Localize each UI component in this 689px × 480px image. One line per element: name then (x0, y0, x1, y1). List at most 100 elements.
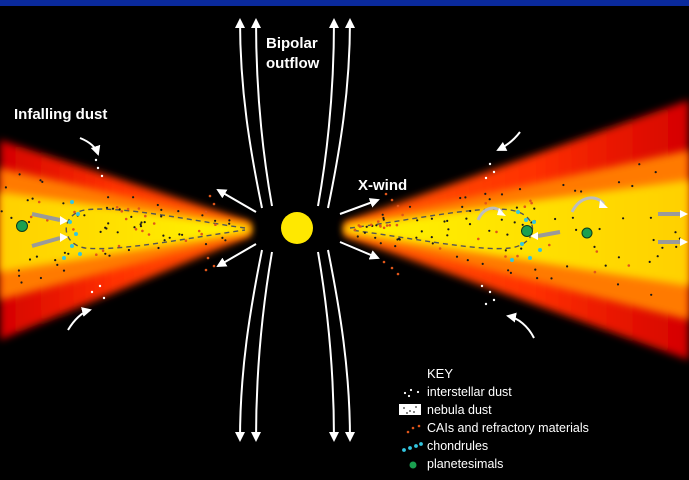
dust-speck (107, 196, 110, 199)
refractory-particle (134, 227, 138, 231)
dust-speck (513, 221, 516, 224)
refractory-particle (124, 217, 128, 221)
dust-speck (648, 260, 651, 263)
dust-speck (228, 219, 231, 222)
refractory-particle (382, 260, 386, 264)
dust-speck (224, 239, 227, 242)
dust-speck (459, 196, 462, 200)
key-item-nebula-dust: nebula dust (427, 403, 492, 417)
refractory-particle (384, 192, 388, 196)
nebula-dust-symbol (399, 404, 421, 415)
dust-speck (39, 276, 43, 280)
chondrule (62, 256, 66, 260)
x-wind-arrows (216, 188, 380, 268)
dust-speck (488, 198, 491, 201)
refractory-particle (396, 204, 400, 208)
dust-speck (139, 225, 143, 228)
refractory-particle (73, 210, 76, 214)
dust-speck (674, 231, 677, 234)
dust-speck (177, 210, 180, 213)
dust-speck (204, 243, 208, 246)
dust-speck (481, 262, 484, 265)
dust-speck (28, 258, 32, 261)
dust-particles (0, 158, 682, 306)
dust-speck (221, 236, 224, 239)
bipolar-outflow-label-line1: Bipolar (266, 35, 318, 52)
key-item-interstellar-dust: interstellar dust (427, 385, 512, 399)
refractory-particle (152, 222, 156, 225)
refractory-particle (395, 223, 399, 227)
dust-speck (62, 269, 66, 272)
planetesimals (16, 220, 593, 239)
dust-speck (35, 255, 39, 258)
dust-speck (500, 193, 504, 196)
dust-speck (506, 233, 509, 236)
dust-speck (105, 206, 109, 209)
dust-speck (67, 252, 70, 255)
dust-speck (420, 230, 423, 233)
dust-speck (675, 245, 678, 248)
central-star (281, 212, 313, 244)
dust-speck (534, 268, 537, 271)
dust-speck (18, 173, 21, 176)
dust-speck (130, 215, 133, 218)
refractory-particle (200, 232, 203, 236)
infalling-dust-label: Infalling dust (14, 106, 107, 123)
chondrule (76, 212, 80, 216)
dust-speck (201, 214, 204, 217)
refractory-particle (379, 225, 382, 228)
dust-speck (18, 274, 21, 277)
bipolar-outflow-label-line2: outflow (266, 55, 320, 72)
refractory-particle (37, 200, 41, 204)
chondrule (520, 242, 524, 246)
dust-speck (464, 196, 467, 199)
dust-speck (56, 263, 59, 266)
refractory-particle (595, 250, 599, 253)
dust-speck (521, 223, 524, 226)
dust-speck (168, 236, 171, 239)
refractory-particle (627, 264, 631, 267)
infalling-dust-grain (488, 162, 492, 166)
dust-speck (515, 206, 519, 209)
refractory-particle (214, 223, 217, 226)
dust-speck (571, 216, 575, 219)
chondrule (524, 218, 528, 222)
refractory-particle (204, 210, 208, 214)
dust-speck (374, 236, 377, 239)
refractory-particle (208, 194, 212, 198)
dust-speck (382, 218, 385, 221)
dust-speck (654, 171, 657, 174)
grey-inflow-arrows (31, 212, 682, 248)
top-bar (0, 0, 689, 6)
dust-speck (598, 227, 601, 231)
dust-speck (356, 235, 359, 238)
dust-speck (27, 220, 31, 224)
refractory-particle (377, 220, 380, 223)
refractory-particle (357, 224, 361, 227)
dust-speck (455, 255, 459, 258)
dust-speck (178, 233, 181, 236)
dust-speck (162, 234, 165, 237)
chondrule (70, 244, 74, 248)
dust-speck (617, 181, 621, 184)
dust-speck (397, 237, 401, 240)
dust-speck (54, 259, 57, 262)
refractory-particle (369, 223, 373, 227)
dust-speck (160, 208, 163, 211)
dust-speck (509, 271, 512, 274)
refractory-particle (144, 214, 147, 218)
chondrule (68, 220, 72, 224)
dust-speck (604, 264, 607, 267)
refractory-particle (206, 256, 210, 260)
x-wind-label: X-wind (358, 177, 407, 194)
refractory-particle (523, 205, 527, 208)
dust-speck (17, 269, 20, 272)
refractory-particle (390, 198, 394, 202)
dust-speck (461, 205, 464, 208)
refractory-particle (495, 230, 498, 234)
infalling-dust-grain (100, 174, 104, 178)
disk-left (0, 140, 250, 340)
refractory-particle (72, 228, 75, 231)
infalling-dust-grain (94, 158, 98, 162)
dust-speck (504, 249, 507, 252)
